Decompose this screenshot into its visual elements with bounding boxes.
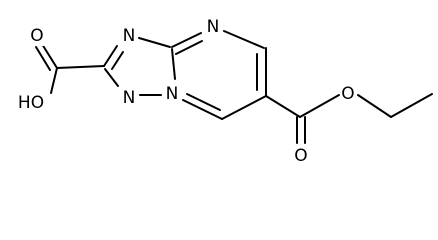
atom-label-n-bridge: N xyxy=(166,84,179,104)
atom-label-ho: HO xyxy=(18,93,44,113)
bond-c6-cester xyxy=(265,95,301,118)
bond-c2-n3-a xyxy=(103,45,118,67)
atom-label-o-carbonyl-left: O xyxy=(30,26,43,46)
bond-cester-oester xyxy=(299,94,340,118)
atom-label-o-carbonyl-bottom: O xyxy=(294,146,307,166)
bond-c7-n8a-a xyxy=(182,99,223,120)
bond-c2-ccooh xyxy=(56,65,105,69)
atom-labels: HO O N N N N O O xyxy=(14,15,356,166)
bond-c2-n3-b xyxy=(111,51,124,70)
atom-label-o-ester: O xyxy=(341,84,354,104)
bond-n4-c5 xyxy=(223,30,265,49)
atom-label-n-ring-top: N xyxy=(123,26,136,46)
bond-ccooh-o-b xyxy=(35,46,51,71)
bond-ch2-ch3 xyxy=(390,93,433,118)
bond-c6-c7 xyxy=(221,95,267,120)
bond-n1-c2 xyxy=(104,68,119,87)
bond-c3a-n4-b xyxy=(175,40,203,55)
bond-c3a-n4-a xyxy=(171,32,202,48)
bonds xyxy=(35,30,433,144)
bond-c7-n8a-b xyxy=(186,93,221,111)
molecule-diagram: HO O N N N N O O xyxy=(14,15,433,166)
bond-oester-ch2 xyxy=(357,94,392,118)
structure-drawing: HO O N N N N O O xyxy=(14,15,433,166)
bond-c3a-n8a xyxy=(171,48,176,80)
atom-label-n-pyrimidine-top: N xyxy=(207,17,220,37)
bond-n3-c3a xyxy=(138,37,171,48)
atom-label-n-ring-bottom-left: N xyxy=(123,88,136,108)
bond-ccooh-o-a xyxy=(41,43,58,69)
bond-ccooh-oh xyxy=(50,67,58,94)
